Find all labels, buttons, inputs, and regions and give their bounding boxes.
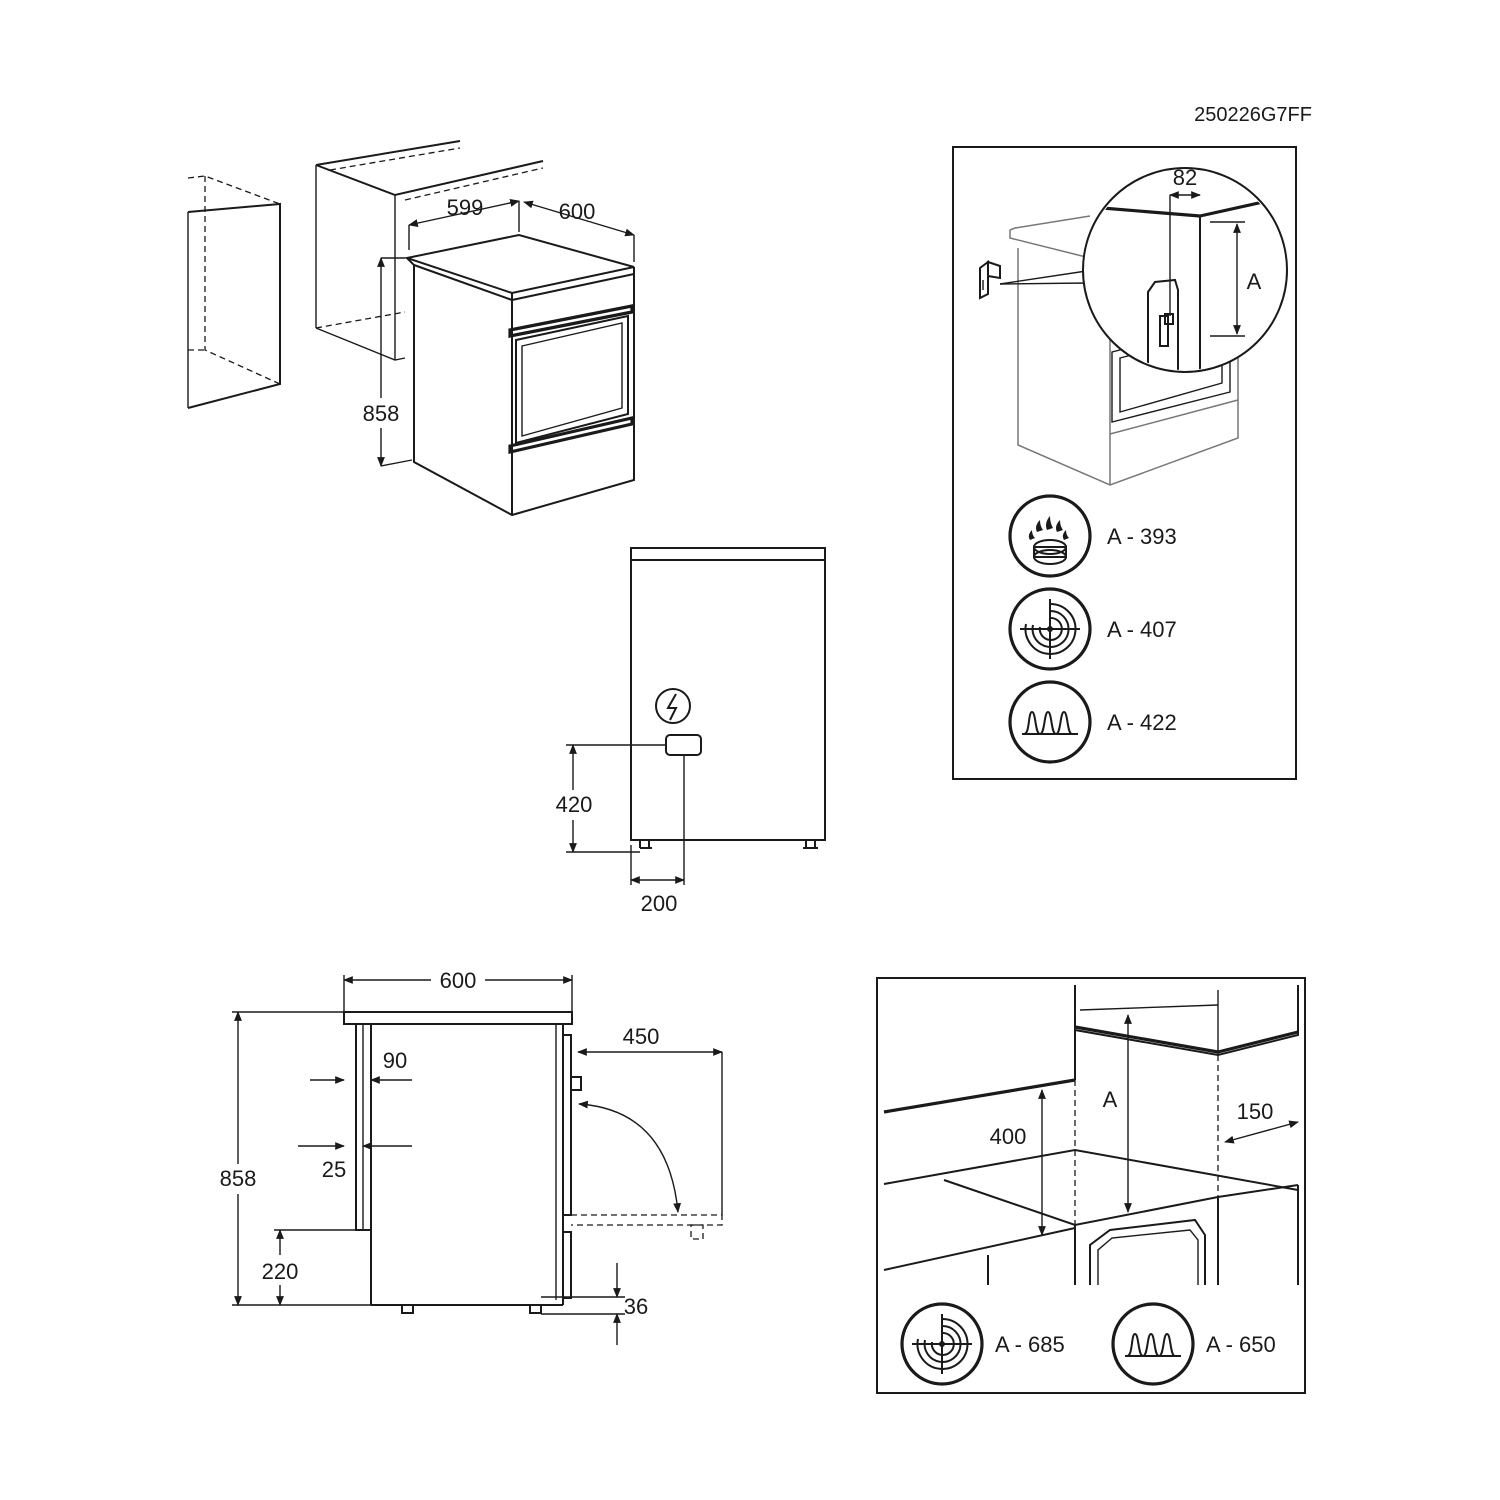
cooker-perspective bbox=[403, 233, 635, 517]
side-plinth-label: 220 bbox=[262, 1259, 299, 1284]
rear-view: 420 200 bbox=[549, 547, 826, 916]
electrical-connection-icon bbox=[655, 688, 691, 724]
connection-box bbox=[665, 734, 702, 756]
perspective-height-label: 858 bbox=[363, 401, 400, 426]
side-depth-label: 600 bbox=[440, 968, 477, 993]
clearance-item-0-label: A - 685 bbox=[995, 1332, 1065, 1357]
side-door-swing-label: 450 bbox=[623, 1024, 660, 1049]
side-feet-label: 36 bbox=[624, 1294, 648, 1319]
gas-burner-icon bbox=[1008, 494, 1092, 578]
fan-oven-icon-2 bbox=[900, 1302, 984, 1386]
bracket-offset-label: 82 bbox=[1173, 165, 1197, 190]
side-gap-top-label: 90 bbox=[383, 1048, 407, 1073]
clearance-height-label: 400 bbox=[990, 1124, 1027, 1149]
document-code: 250226G7FF bbox=[1194, 104, 1312, 126]
heating-coil-icon-2 bbox=[1111, 1302, 1195, 1386]
clearance-item-1-label: A - 650 bbox=[1206, 1332, 1276, 1357]
anti-tilt-panel: 82 A A - 393 A - 407 bbox=[952, 146, 1297, 780]
heating-coil-icon bbox=[1008, 680, 1092, 764]
right-cabinet bbox=[315, 140, 544, 361]
side-gap-bottom-label: 25 bbox=[322, 1157, 346, 1182]
rear-connection-height-label: 420 bbox=[556, 792, 593, 817]
side-view: 450 600 858 90 25 220 36 bbox=[213, 966, 723, 1345]
clearance-dimension-label: A bbox=[1103, 1087, 1118, 1112]
side-height-label: 858 bbox=[220, 1166, 257, 1191]
perspective-width-label: 599 bbox=[447, 195, 484, 220]
rear-connection-offset-label: 200 bbox=[641, 891, 678, 916]
clearance-panel: 400 A 150 A - 685 A - 650 bbox=[876, 977, 1306, 1394]
left-cabinet bbox=[187, 175, 281, 409]
anti-tilt-item-2-label: A - 422 bbox=[1107, 710, 1177, 735]
anti-tilt-item-0-label: A - 393 bbox=[1107, 524, 1177, 549]
anti-tilt-item-1-label: A - 407 bbox=[1107, 617, 1177, 642]
perspective-depth-label: 600 bbox=[559, 199, 596, 224]
perspective-view: 599 600 858 bbox=[187, 140, 635, 517]
fan-oven-icon bbox=[1008, 587, 1092, 671]
anti-tilt-dimension-label: A bbox=[1247, 269, 1262, 294]
lightning-bolt-icon bbox=[666, 693, 678, 721]
clearance-side-label: 150 bbox=[1237, 1099, 1274, 1124]
